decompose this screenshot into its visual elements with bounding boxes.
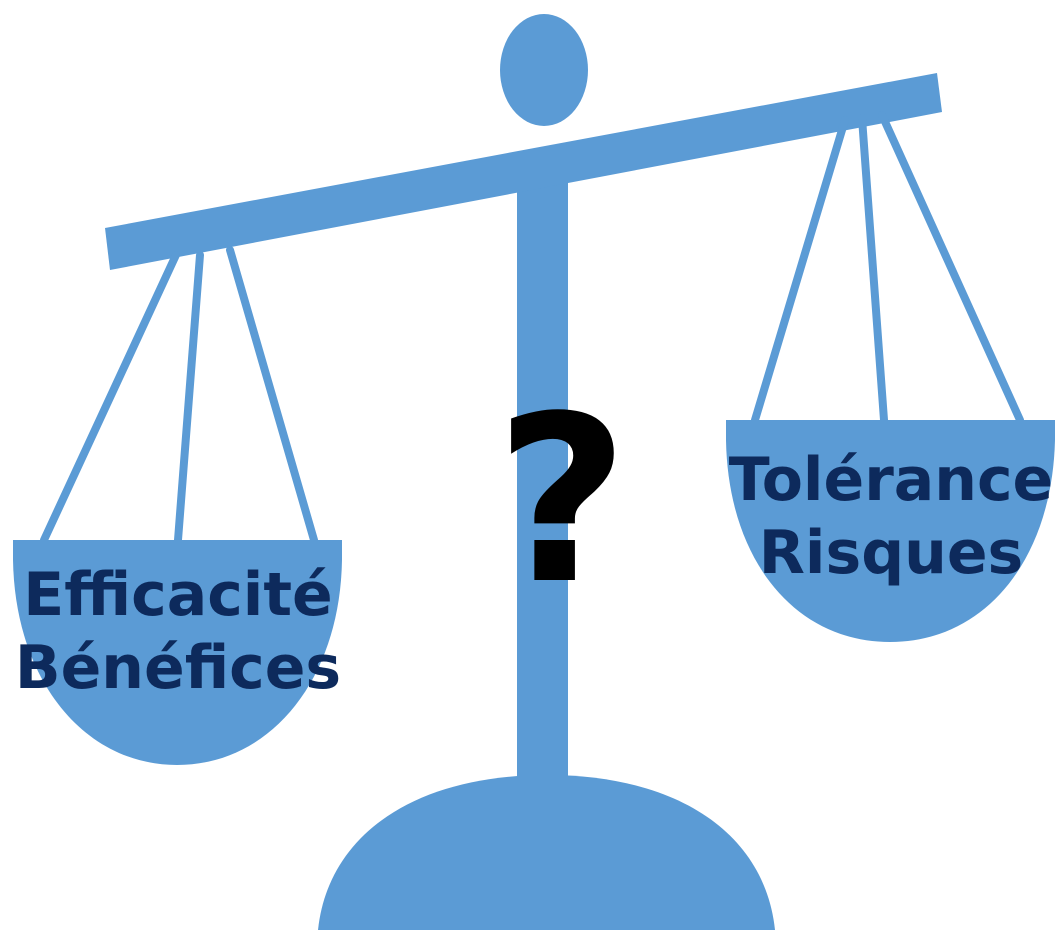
- scale-head: [500, 14, 588, 126]
- question-mark: ?: [495, 368, 628, 635]
- right-pan-strings: [751, 111, 1024, 424]
- left-pan-label-line2: Bénéfices: [15, 633, 341, 703]
- left-pan-label-line1: Efficacité: [23, 560, 332, 630]
- scale-base: [318, 775, 775, 930]
- right-pan: [726, 420, 1055, 642]
- scale-beam: [105, 73, 942, 270]
- left-pan: [13, 540, 342, 765]
- right-pan-label-line2: Risques: [759, 518, 1024, 588]
- right-pan-label-line1: Tolérance: [729, 445, 1054, 515]
- left-pan-strings: [40, 246, 318, 544]
- scale-post: [517, 160, 568, 780]
